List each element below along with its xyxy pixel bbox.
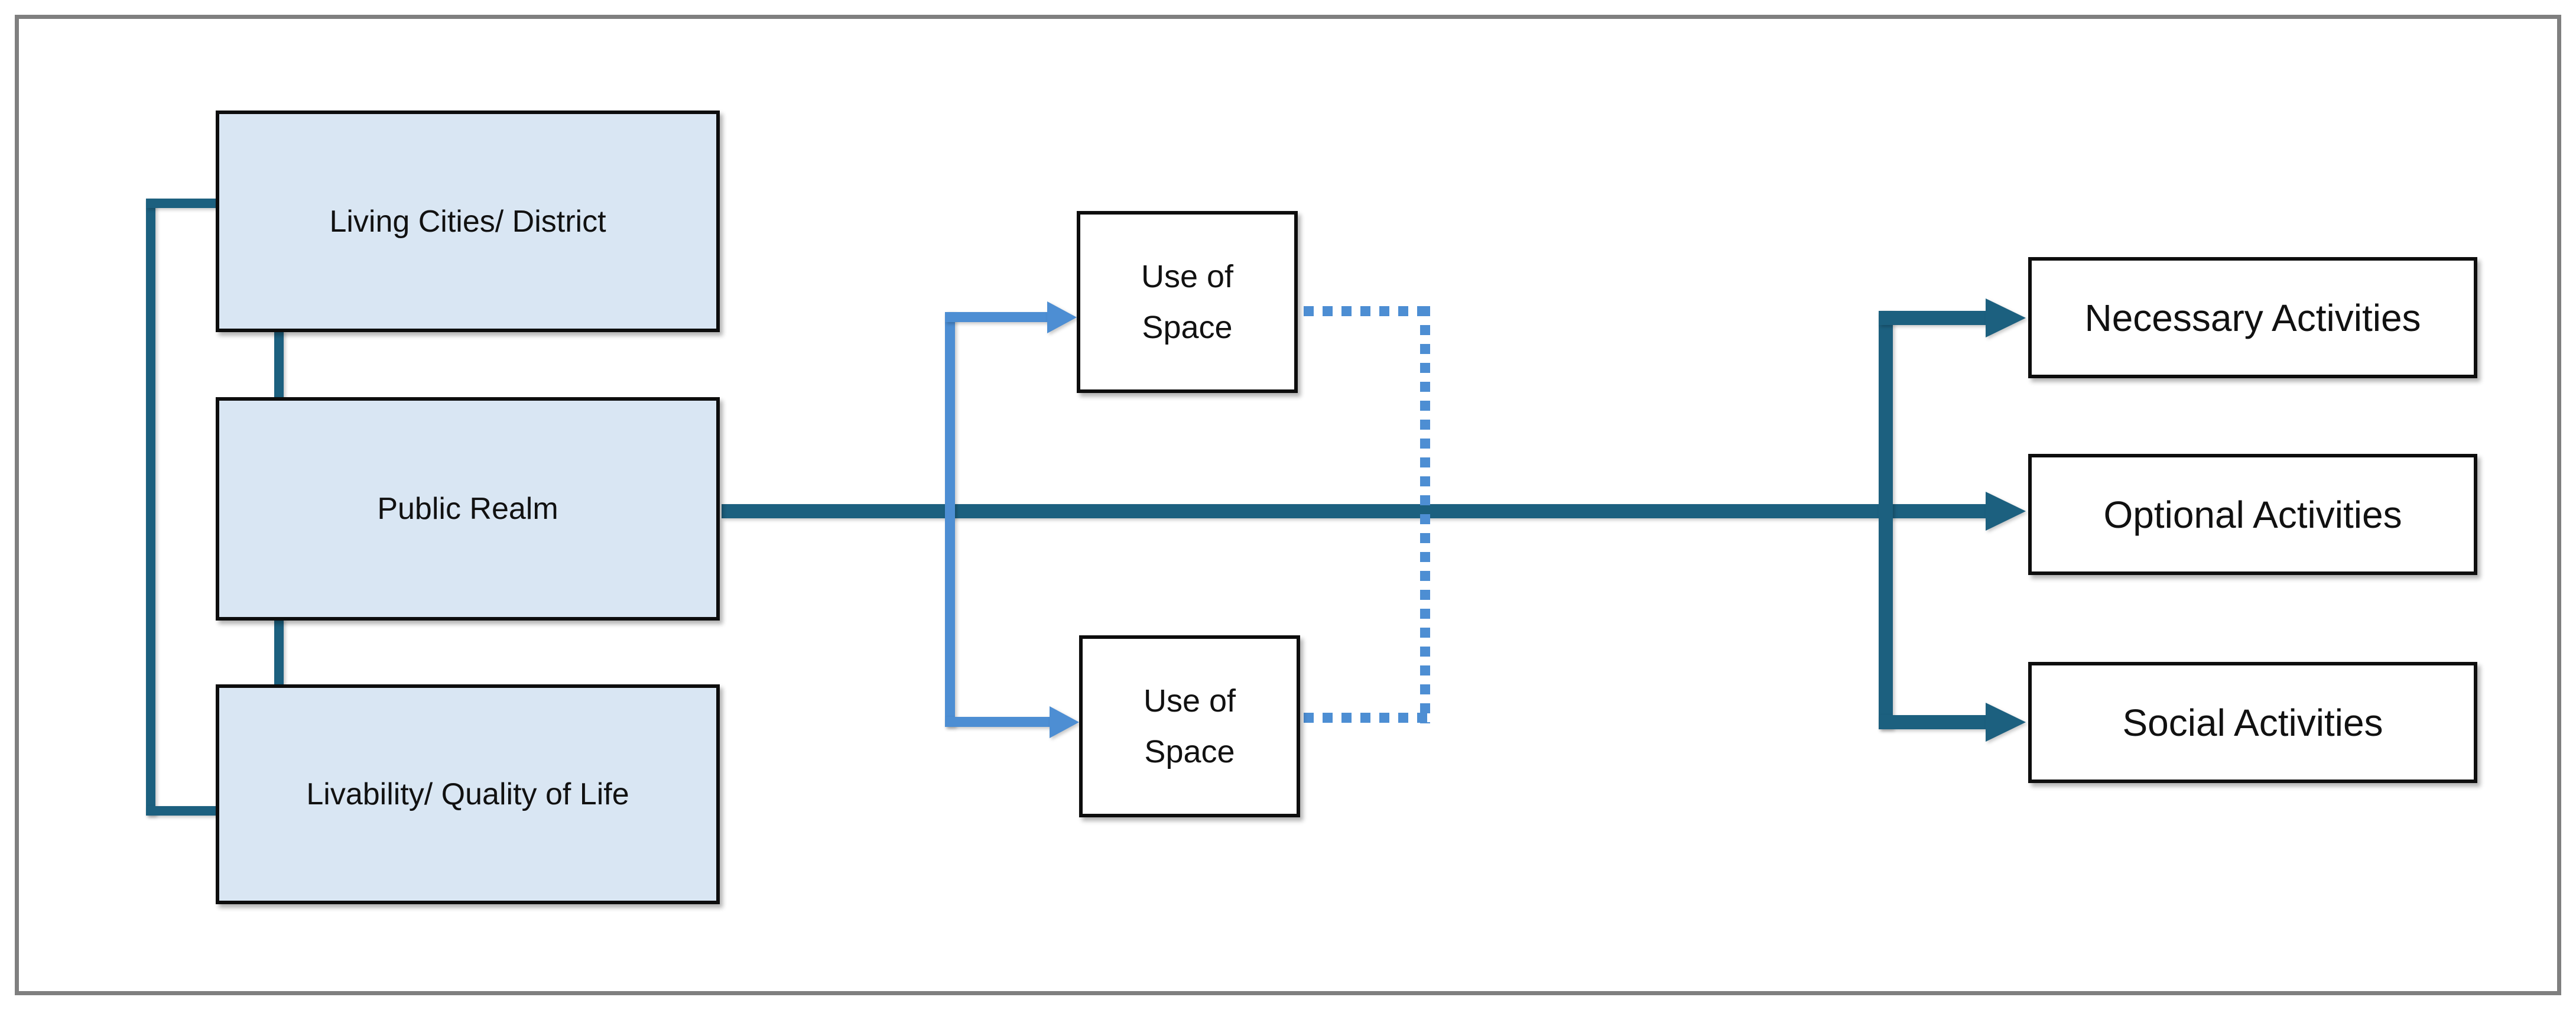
left-bracket-top-connector [146, 199, 218, 208]
connector-living-to-public [274, 330, 284, 400]
box-social-activities: Social Activities [2028, 662, 2477, 783]
box-optional-activities: Optional Activities [2028, 454, 2477, 575]
box-label: Public Realm [377, 492, 558, 526]
box-label-line-2: Space [1142, 310, 1233, 345]
blue-bracket-vertical-line [945, 312, 955, 727]
dotted-connector-bottom [1304, 713, 1430, 723]
right-arrow-bottom-line [1879, 715, 1991, 729]
main-arrow-line [722, 504, 1990, 518]
box-use-of-space-bottom: Use of Space [1079, 635, 1300, 817]
box-label: Social Activities [2122, 701, 2383, 744]
right-arrowhead-bottom [1986, 703, 2026, 742]
box-label: Optional Activities [2103, 493, 2402, 536]
box-necessary-activities: Necessary Activities [2028, 257, 2477, 378]
right-arrow-top-line [1879, 311, 1991, 325]
right-bracket-vertical-line [1879, 311, 1893, 729]
box-label: Use of Space [1141, 251, 1233, 353]
dotted-connector-top [1304, 306, 1430, 316]
box-living-cities: Living Cities/ District [216, 111, 720, 332]
blue-arrow-top-line [945, 312, 1051, 322]
box-livability: Livability/ Quality of Life [216, 684, 720, 904]
blue-arrow-bottom-line [945, 717, 1051, 727]
box-label: Living Cities/ District [329, 204, 606, 239]
box-label-line-1: Use of [1143, 683, 1236, 719]
blue-arrowhead-top [1047, 301, 1077, 333]
left-bracket-vertical-line [146, 199, 155, 816]
connector-public-to-livability [274, 618, 284, 687]
dotted-connector-vertical [1420, 306, 1430, 723]
blue-arrowhead-bottom [1050, 706, 1079, 738]
box-use-of-space-top: Use of Space [1077, 211, 1298, 393]
box-label-line-2: Space [1144, 734, 1235, 769]
box-label: Use of Space [1144, 676, 1236, 778]
box-public-realm: Public Realm [216, 397, 720, 621]
right-arrowhead-top [1986, 298, 2026, 337]
main-arrowhead [1986, 492, 2026, 531]
box-label: Livability/ Quality of Life [306, 777, 629, 811]
box-label-line-1: Use of [1141, 258, 1234, 294]
box-label: Necessary Activities [2084, 296, 2421, 339]
left-bracket-bottom-connector [146, 806, 218, 816]
outer-frame [15, 15, 2561, 995]
